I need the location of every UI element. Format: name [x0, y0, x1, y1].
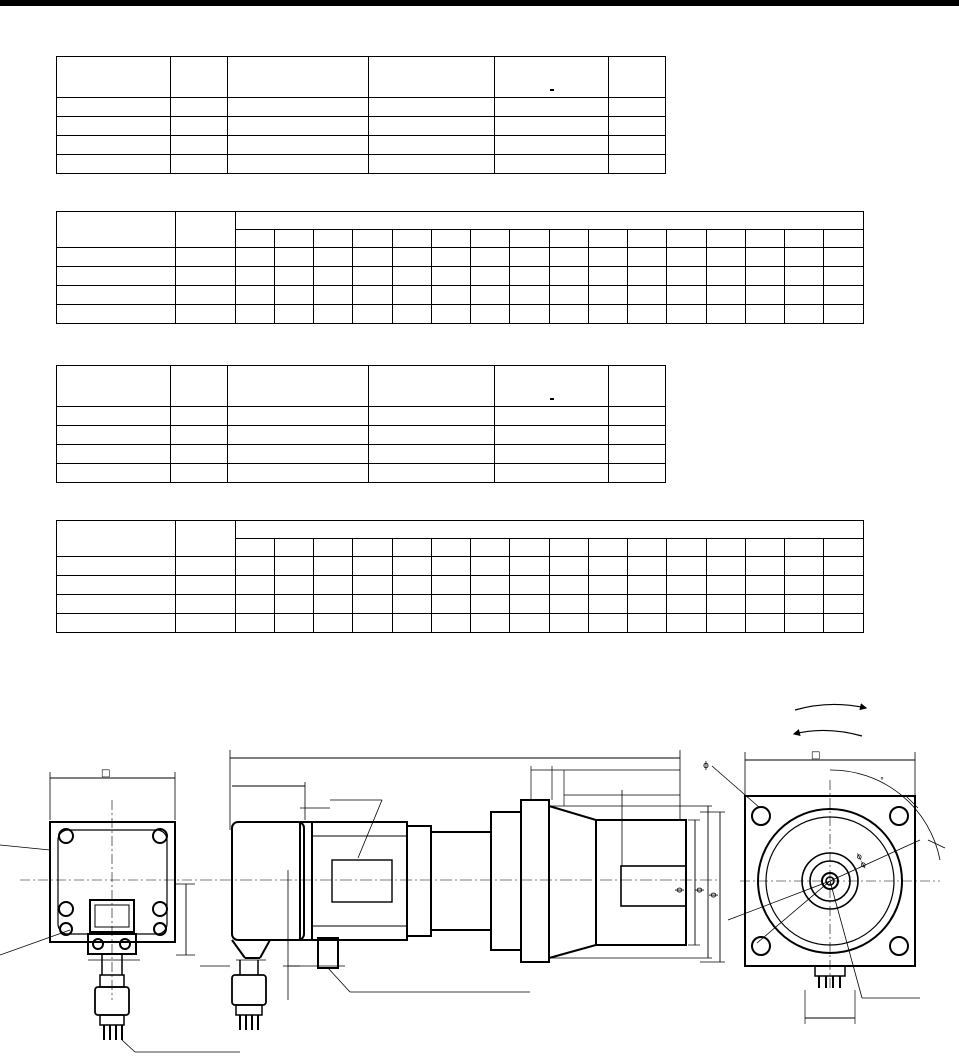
diameter-symbol-pcd: ϕ: [855, 851, 864, 861]
table-row: [55, 266, 864, 286]
header-cell: [608, 56, 666, 98]
table-row: [55, 247, 864, 267]
header-cell: [56, 56, 171, 98]
header-cell: [368, 56, 495, 98]
table-row: [56, 425, 666, 445]
square-symbol-left: □: [101, 768, 110, 779]
header-cell: [234, 520, 865, 539]
front-view: □ ϕ ° ϕ ϕ: [703, 750, 946, 1024]
rotation-arrows: [792, 703, 868, 737]
table-row: [55, 594, 864, 614]
dimension-drawing: □: [0, 703, 946, 1053]
table-row: [55, 575, 864, 595]
header-cell: [494, 365, 609, 407]
table-row: [55, 613, 864, 633]
header-cell: [608, 365, 666, 407]
table-row: [56, 444, 666, 464]
square-symbol-right: □: [811, 750, 820, 761]
table-row: [56, 154, 666, 174]
table-row: [56, 463, 666, 483]
diameter-symbol-shaft: ϕ: [675, 887, 685, 893]
table-row: [56, 116, 666, 136]
table-row: [55, 304, 864, 324]
table-header-row: [56, 365, 666, 407]
table-header-row: [55, 211, 865, 248]
header-cell: [55, 520, 177, 557]
header-cell: [56, 365, 171, 407]
gear-table-a: [55, 211, 865, 324]
table-subheader-row: [57, 538, 864, 557]
spec-table-b: [56, 365, 666, 483]
side-view: ϕ ϕ ϕ: [200, 750, 725, 1030]
rear-view: □: [0, 768, 240, 1053]
header-cell: [234, 211, 865, 230]
diameter-symbol-pilot: ϕ: [859, 859, 868, 869]
header-rule: [0, 0, 959, 6]
header-cell: [170, 56, 228, 98]
gear-table-b: [55, 520, 865, 633]
diameter-symbol-outer: ϕ: [709, 892, 719, 898]
table-row: [55, 285, 864, 305]
diameter-symbol-flange: ϕ: [695, 887, 705, 893]
table-row: [56, 406, 666, 426]
table-row: [56, 135, 666, 155]
degree-symbol: °: [880, 776, 884, 785]
header-cell: [227, 56, 369, 98]
header-cell: [170, 365, 228, 407]
table-header-row: [56, 56, 666, 98]
header-cell: [494, 56, 609, 98]
table-header-row: [55, 520, 865, 557]
header-cell: [175, 211, 236, 248]
header-cell: [368, 365, 495, 407]
header-cell: [175, 520, 236, 557]
spec-table-a: [56, 56, 666, 174]
table-subheader-row: [57, 229, 864, 248]
table-row: [55, 556, 864, 576]
header-cell: [227, 365, 369, 407]
table-row: [56, 97, 666, 117]
diameter-symbol-hole: ϕ: [703, 761, 709, 771]
header-cell: [55, 211, 177, 248]
